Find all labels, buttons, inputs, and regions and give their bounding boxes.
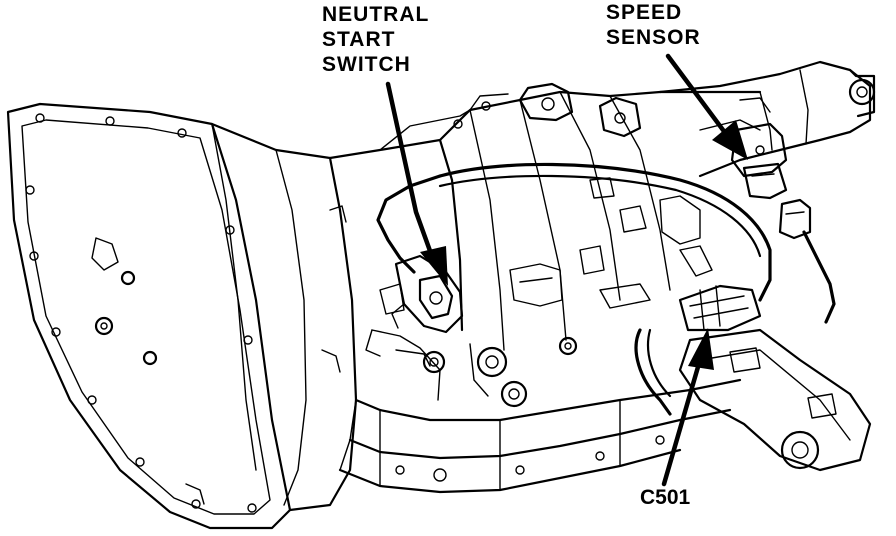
neutral-start-switch-label: NEUTRAL START SWITCH: [322, 2, 429, 77]
speed-sensor-label-line: SPEED: [606, 1, 683, 24]
bell-housing: [6, 102, 358, 530]
c501-connector-label: C501: [640, 486, 691, 509]
speed-sensor: [730, 122, 788, 200]
c501-connector: [678, 284, 762, 332]
speed-sensor-label: SPEED SENSOR: [606, 0, 701, 50]
neutral-start-switch-label-line: START: [322, 28, 396, 51]
speed-sensor-label-line: SENSOR: [606, 26, 701, 49]
crossmember-mount: [678, 328, 872, 472]
neutral-start-switch: [391, 254, 464, 334]
extension-housing: [658, 60, 876, 178]
neutral-start-switch-label-line: SWITCH: [322, 53, 411, 76]
leader-arrow-speed-sensor: [665, 53, 748, 160]
leader-arrow-neutral-start-switch: [385, 81, 448, 286]
speed-sensor-connector: [778, 198, 836, 324]
transmission-case: [321, 82, 762, 494]
leader-arrow-c501: [661, 328, 714, 487]
wiring-harness: [376, 162, 772, 416]
neutral-start-switch-label-line: NEUTRAL: [322, 3, 430, 26]
